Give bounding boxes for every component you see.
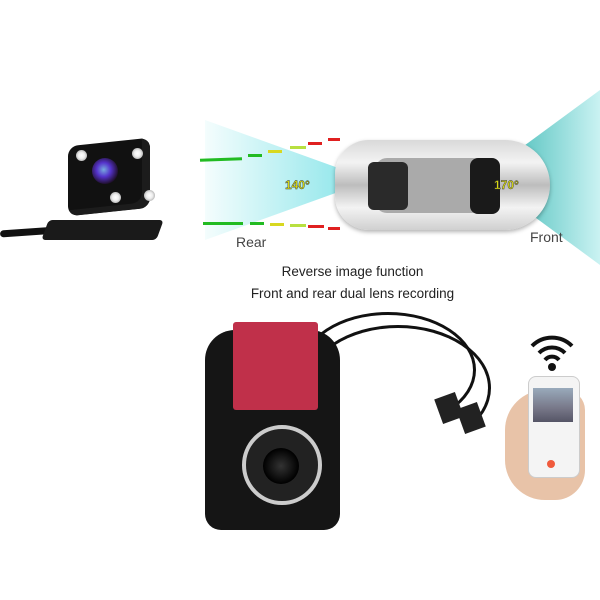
guide-line-yellow bbox=[268, 150, 282, 153]
rear-label: Rear bbox=[236, 234, 267, 250]
guide-line-green bbox=[203, 222, 243, 225]
guide-line-red bbox=[308, 225, 324, 228]
car-windshield bbox=[470, 158, 500, 214]
car-rear-window bbox=[368, 162, 408, 210]
caption-line-2: Front and rear dual lens recording bbox=[250, 286, 455, 301]
guide-line-yellow bbox=[270, 223, 284, 226]
guide-line-yellow bbox=[290, 224, 306, 227]
dashcam-lens bbox=[263, 448, 299, 484]
dashcam-cable bbox=[305, 325, 491, 451]
guide-line-red bbox=[328, 227, 340, 230]
dashcam-adhesive-pad bbox=[233, 322, 318, 410]
led-icon bbox=[132, 148, 143, 159]
guide-line-green bbox=[248, 154, 262, 157]
wifi-icon bbox=[530, 335, 574, 371]
dashcam-lens-ring bbox=[242, 425, 322, 505]
guide-line-red bbox=[328, 138, 340, 141]
guide-line-red bbox=[308, 142, 322, 145]
rear-camera-lens bbox=[92, 158, 118, 184]
guide-line-green bbox=[250, 222, 264, 225]
rear-camera-bracket bbox=[41, 220, 164, 240]
caption-line-1: Reverse image function bbox=[281, 264, 424, 279]
phone-live-view bbox=[533, 388, 573, 422]
front-label: Front bbox=[530, 229, 563, 245]
record-button-icon bbox=[547, 460, 555, 468]
rear-angle-label: 140° bbox=[285, 178, 310, 192]
front-angle-label: 170° bbox=[494, 178, 519, 192]
led-icon bbox=[144, 190, 155, 201]
guide-line-yellow bbox=[290, 146, 306, 149]
led-icon bbox=[76, 150, 87, 161]
led-icon bbox=[110, 192, 121, 203]
